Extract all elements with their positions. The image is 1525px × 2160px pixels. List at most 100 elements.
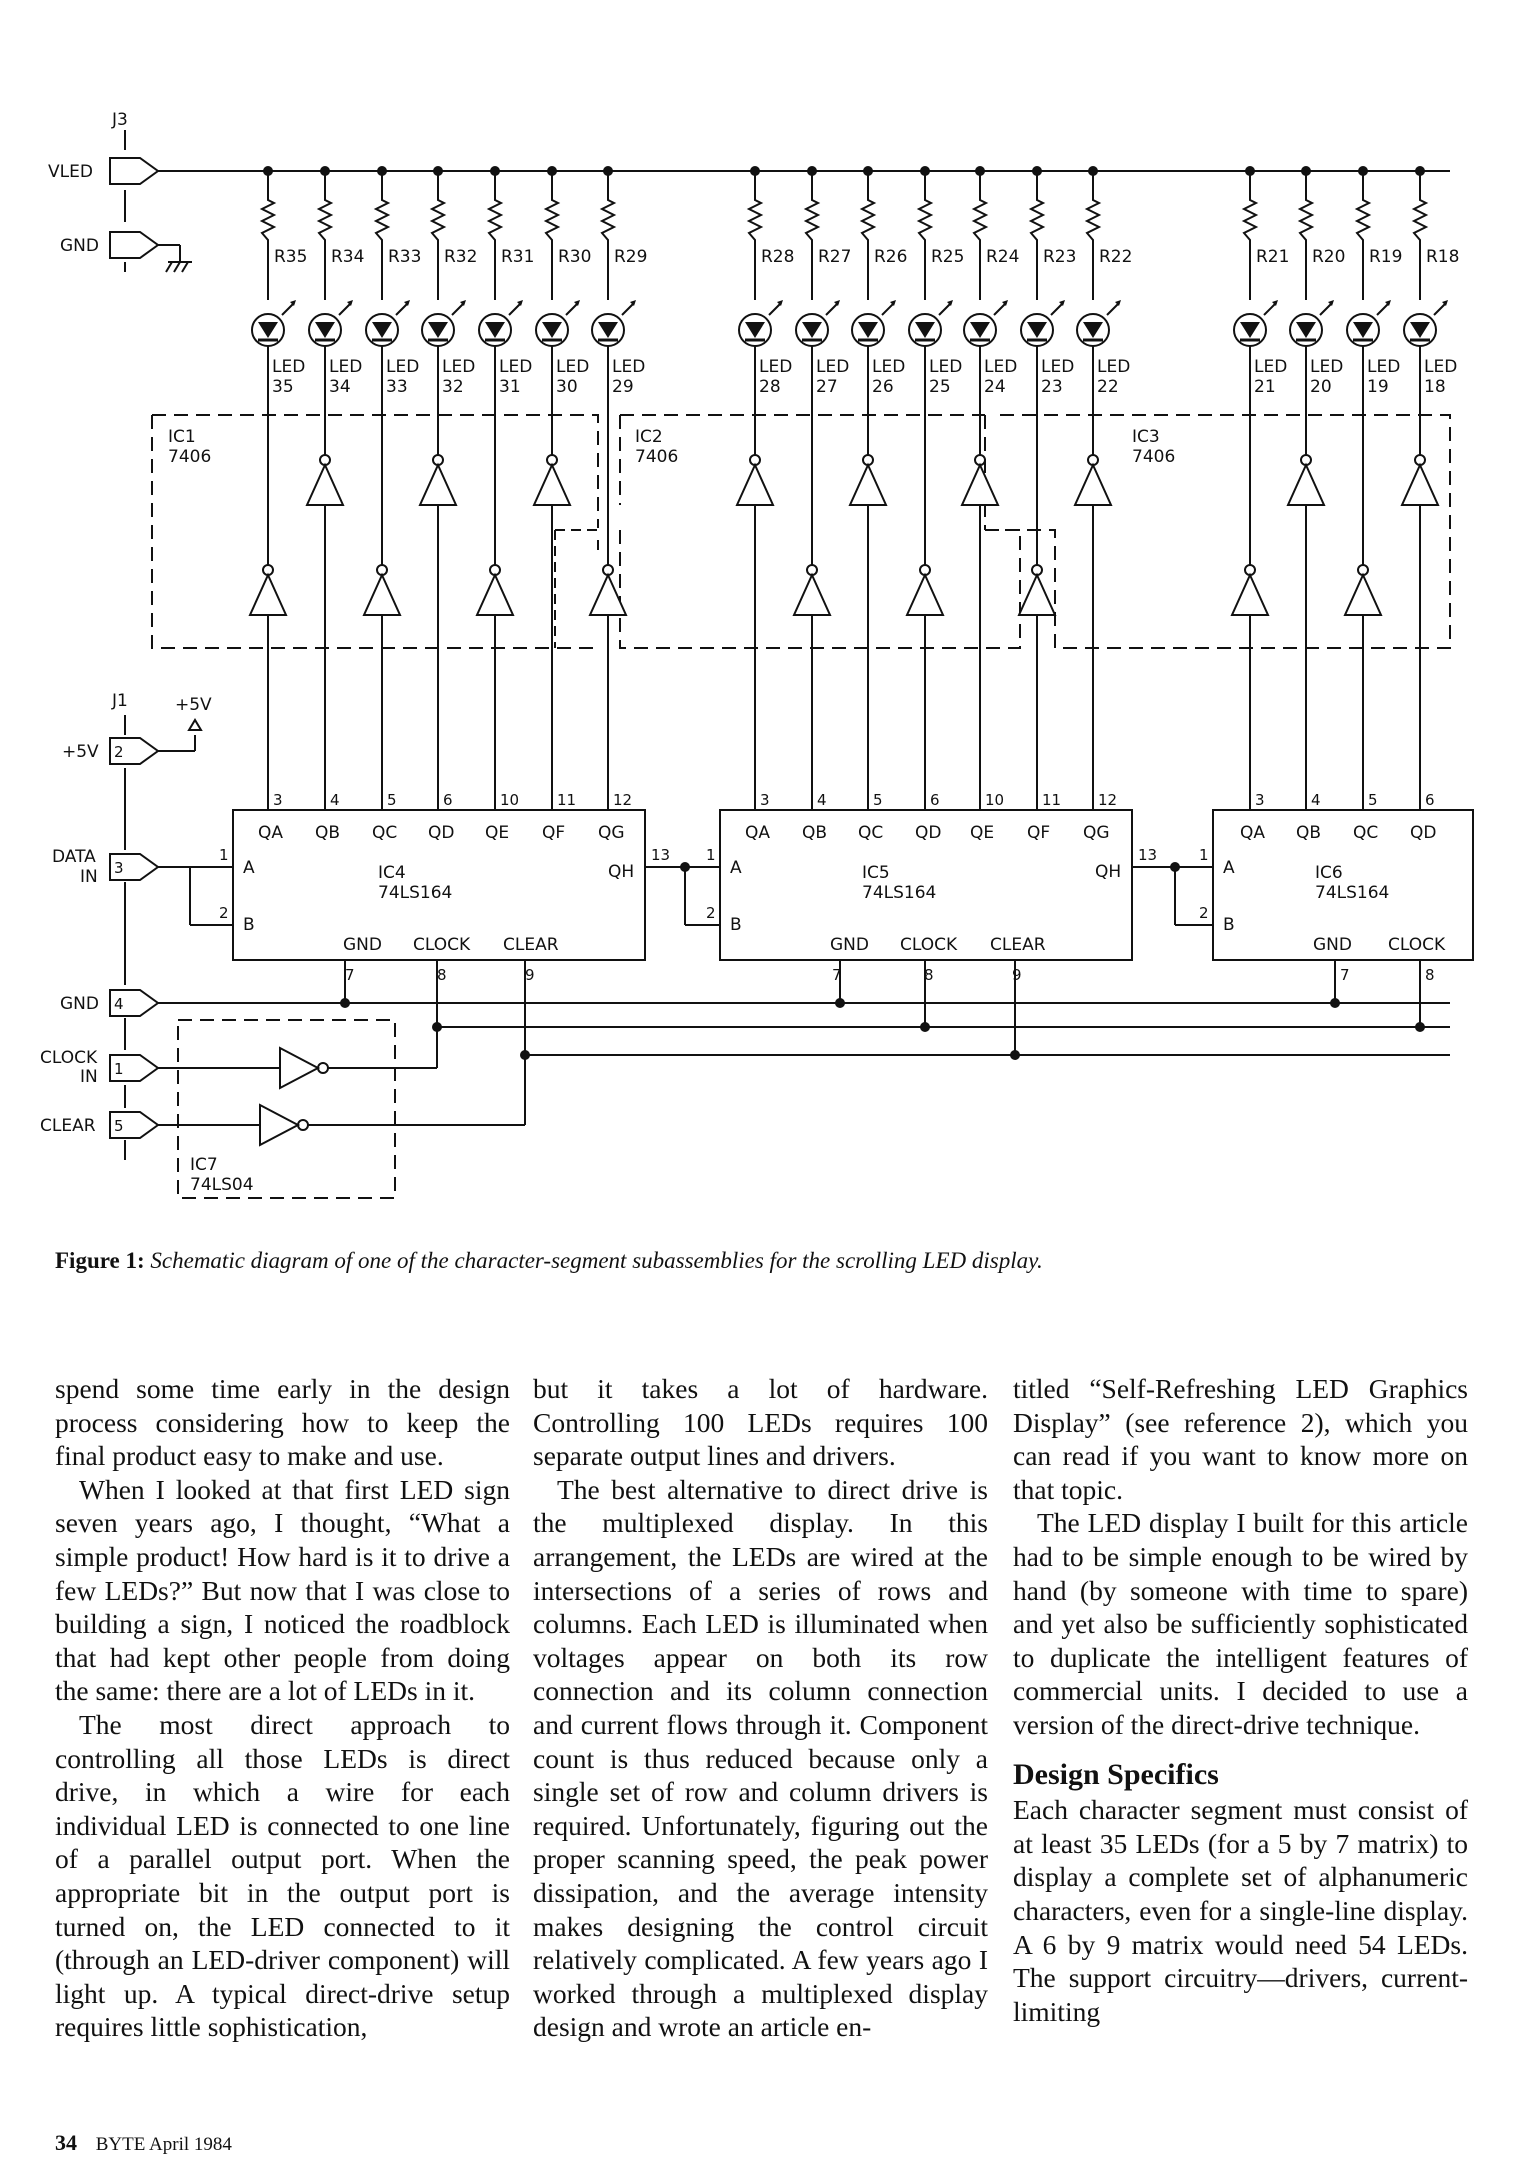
- driver-buffer-icon: [362, 572, 402, 616]
- resistor-label: R18: [1426, 247, 1459, 267]
- register-clear-label: CLEAR: [503, 935, 559, 955]
- j1-pin2: 2: [114, 743, 124, 761]
- ic1-label: IC1: [168, 427, 196, 447]
- resistor: [859, 171, 877, 300]
- col3-paragraph: titled “Self-Refreshing LED Graphics Dis…: [1013, 1373, 1468, 1505]
- page-footer: 34 BYTE April 1984: [55, 2130, 232, 2156]
- ic2-part: 7406: [635, 447, 678, 467]
- resistor: [1084, 171, 1102, 300]
- resistor: [1354, 171, 1372, 300]
- register-bottom-pin-number: 7: [1340, 966, 1350, 984]
- article-column-3: titled “Self-Refreshing LED Graphics Dis…: [1013, 1372, 1468, 2028]
- col3-paragraph: Each character segment must consist of a…: [1013, 1794, 1468, 2027]
- driver-buffer-icon: [960, 462, 1000, 506]
- led-light-arrow-icon: [621, 302, 635, 316]
- register-input-a: A: [1223, 858, 1235, 878]
- ic1-part: 7406: [168, 447, 211, 467]
- led-number: 27: [816, 377, 838, 397]
- driver-buffer-icon: [1286, 462, 1326, 506]
- led-arrowhead-icon: [1442, 300, 1448, 306]
- driver-buffer-icon: [848, 462, 888, 506]
- register-output-pin-label: QG: [598, 823, 625, 843]
- ic2-label: IC2: [635, 427, 663, 447]
- led-arrowhead-icon: [1002, 300, 1008, 306]
- led-arrowhead-icon: [1059, 300, 1065, 306]
- driver-buffer-icon: [248, 572, 288, 616]
- led-light-arrow-icon: [1263, 302, 1277, 316]
- resistor-label: R26: [874, 247, 907, 267]
- led-diode-icon: [485, 322, 505, 338]
- led-word: LED: [929, 357, 962, 377]
- led-light-arrow-icon: [881, 302, 895, 316]
- ic6-part: 74LS164: [1315, 883, 1389, 903]
- led-word: LED: [872, 357, 905, 377]
- data-label: DATA: [52, 847, 96, 867]
- resistor-label: R25: [931, 247, 964, 267]
- led-light-arrow-icon: [508, 302, 522, 316]
- register-input-a-pin: 1: [219, 846, 229, 864]
- led-diode-icon: [1353, 322, 1373, 338]
- led-arrowhead-icon: [574, 300, 580, 306]
- led-word: LED: [1310, 357, 1343, 377]
- register-output-pin-label: QC: [858, 823, 883, 843]
- led-diode-icon: [372, 322, 392, 338]
- clear-pin5: 5: [114, 1117, 124, 1135]
- article-column-2: but it takes a lot of hardware. Controll…: [533, 1372, 988, 2044]
- driver-buffer-icon: [1230, 572, 1270, 616]
- register-input-b: B: [730, 915, 742, 935]
- resistor: [803, 171, 821, 300]
- led-arrowhead-icon: [290, 300, 296, 306]
- led-light-arrow-icon: [338, 302, 352, 316]
- resistor: [316, 171, 334, 300]
- ic4-label: IC4: [378, 863, 406, 883]
- resistor: [971, 171, 989, 300]
- resistor-label: R34: [331, 247, 364, 267]
- register-output-pin-label: QE: [485, 823, 509, 843]
- register-input-b-pin: 2: [219, 904, 229, 922]
- led-number: 18: [1424, 377, 1446, 397]
- led-light-arrow-icon: [993, 302, 1007, 316]
- resistor: [746, 171, 764, 300]
- ic3-label: IC3: [1132, 427, 1160, 447]
- col3-paragraph: The LED display I built for this article…: [1013, 1507, 1468, 1740]
- led-light-arrow-icon: [1050, 302, 1064, 316]
- register-output-pin-label: QD: [428, 823, 454, 843]
- register-bottom-pin-number: 9: [1012, 966, 1022, 984]
- register-qh-pin: 13: [1138, 846, 1157, 864]
- schematic-svg: R35LED35R34LED34R33LED33R32LED32R31LED31…: [40, 110, 1474, 1199]
- register-output-pin-label: QB: [315, 823, 340, 843]
- led-arrowhead-icon: [347, 300, 353, 306]
- led-word: LED: [816, 357, 849, 377]
- driver-buffer-icon: [418, 462, 458, 506]
- register-output-pin-number: 3: [760, 791, 770, 809]
- driver-buffer-icon: [905, 572, 945, 616]
- register-output-pin-number: 6: [443, 791, 453, 809]
- led-light-arrow-icon: [938, 302, 952, 316]
- led-number: 26: [872, 377, 894, 397]
- led-arrowhead-icon: [777, 300, 783, 306]
- led-number: 24: [984, 377, 1006, 397]
- resistor-label: R35: [274, 247, 307, 267]
- led-arrowhead-icon: [630, 300, 636, 306]
- led-diode-icon: [858, 322, 878, 338]
- led-light-arrow-icon: [1376, 302, 1390, 316]
- led-diode-icon: [258, 322, 278, 338]
- led-diode-icon: [542, 322, 562, 338]
- resistor-label: R27: [818, 247, 851, 267]
- register-bottom-pin-number: 7: [832, 966, 842, 984]
- led-number: 34: [329, 377, 351, 397]
- led-diode-icon: [1296, 322, 1316, 338]
- led-word: LED: [984, 357, 1017, 377]
- register-output-pin-number: 3: [273, 791, 283, 809]
- register-output-pin-label: QF: [1027, 823, 1050, 843]
- gnd-pin4: 4: [114, 995, 124, 1013]
- register-output-pin-number: 4: [817, 791, 827, 809]
- led-word: LED: [556, 357, 589, 377]
- register-output-pin-number: 10: [985, 791, 1004, 809]
